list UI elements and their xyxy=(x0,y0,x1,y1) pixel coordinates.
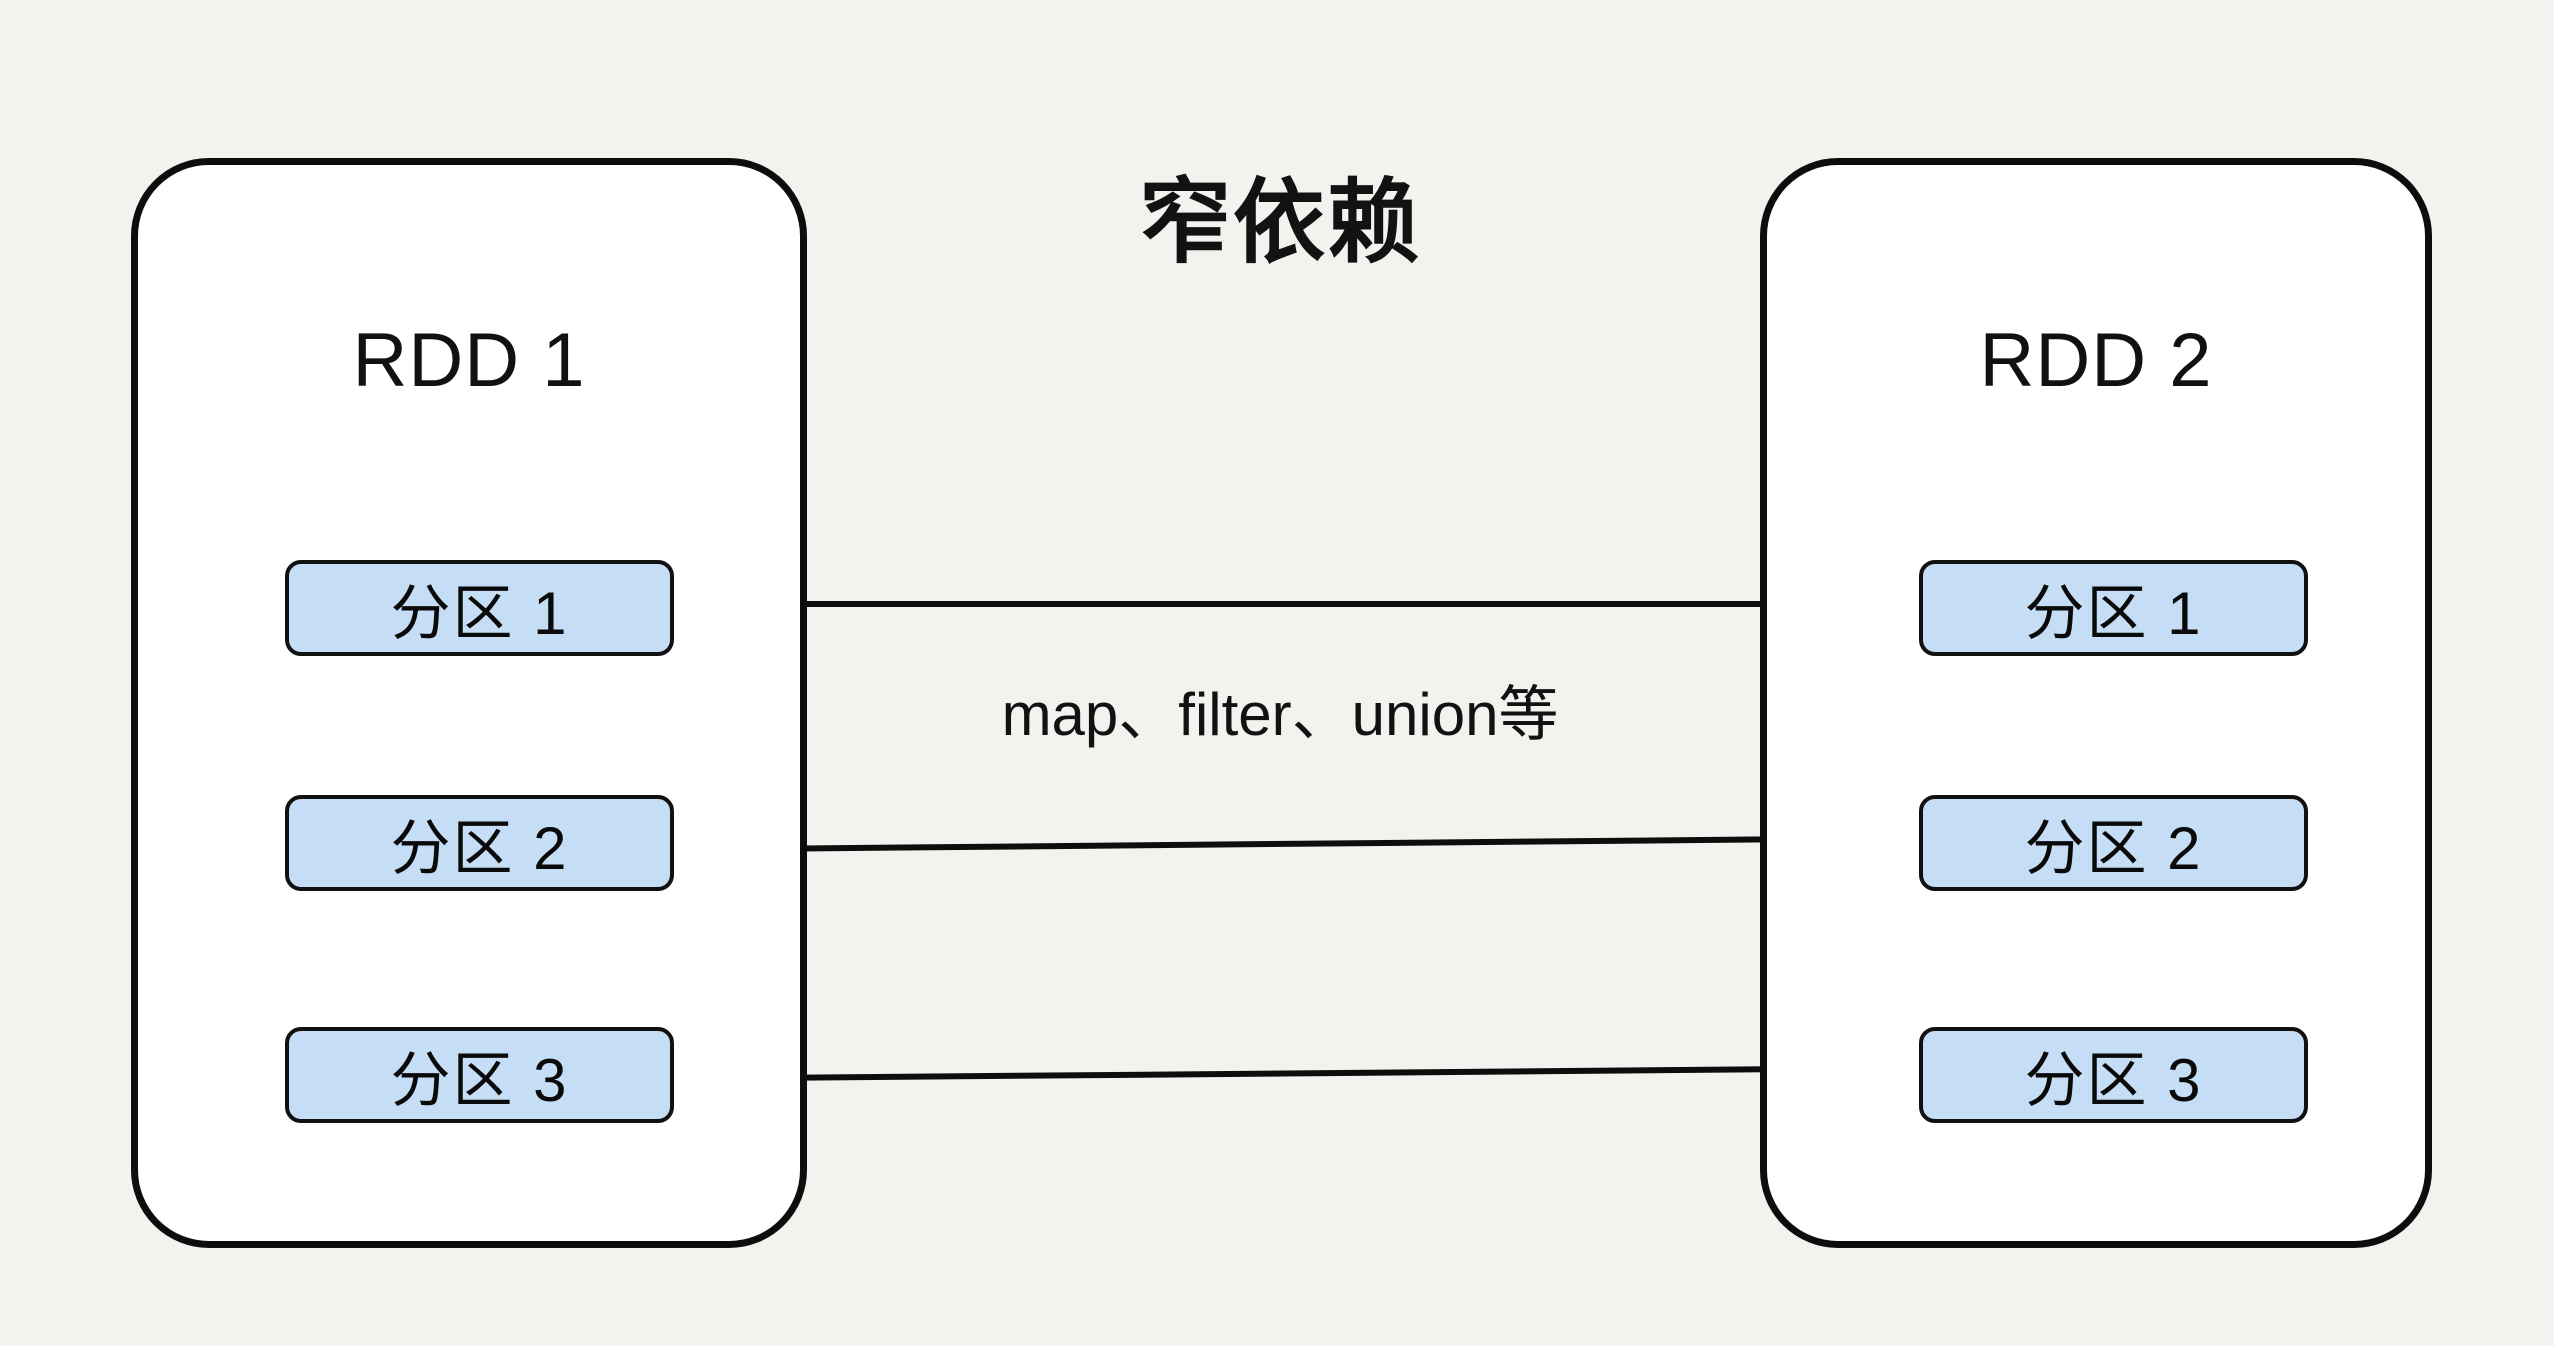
left-partition-2[interactable]: 分区 2 xyxy=(285,795,674,891)
rdd-1-title: RDD 1 xyxy=(352,318,586,403)
rdd-2-container[interactable]: RDD 2 分区 1 分区 2 分区 3 xyxy=(1760,158,2432,1248)
edge-label-transformations: map、filter、union等 xyxy=(1001,681,1559,748)
right-partition-1[interactable]: 分区 1 xyxy=(1919,560,2308,656)
rdd-1-container[interactable]: RDD 1 分区 1 分区 2 分区 3 xyxy=(131,158,807,1248)
left-partition-3[interactable]: 分区 3 xyxy=(285,1027,674,1123)
right-partition-2[interactable]: 分区 2 xyxy=(1919,795,2308,891)
left-partition-1[interactable]: 分区 1 xyxy=(285,560,674,656)
diagram-title: 窄依赖 xyxy=(1138,172,1421,274)
rdd-2-title: RDD 2 xyxy=(1979,318,2213,403)
right-partition-3[interactable]: 分区 3 xyxy=(1919,1027,2308,1123)
